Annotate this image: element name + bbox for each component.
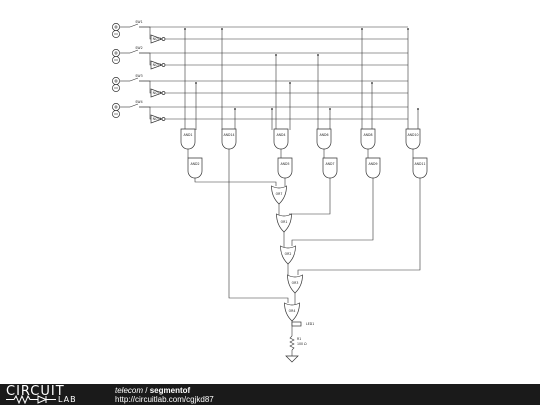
and-gate-label: AND7 — [325, 162, 334, 166]
ground-icon — [285, 355, 299, 363]
or-gate-label: OR4 — [289, 309, 296, 313]
and-gate-label: AND1 — [183, 133, 192, 137]
breadcrumb: telecom / segmentof — [115, 386, 190, 395]
switch-source-mark — [114, 105, 118, 109]
wires — [120, 26, 421, 356]
circuitlab-logo[interactable]: CIRCUIT LAB — [6, 385, 98, 404]
and-gate — [322, 157, 338, 179]
inverter-bubble — [161, 91, 166, 95]
wire — [194, 178, 277, 186]
or-gate — [271, 185, 287, 205]
switch-lever — [129, 103, 139, 108]
junction-dot — [221, 28, 223, 30]
and-gate — [316, 128, 332, 150]
and-gate — [221, 128, 237, 150]
and-gate-label: AND11 — [414, 162, 425, 166]
and-gate-label: AND5 — [280, 162, 289, 166]
logo-resistor-diode-icon — [6, 395, 56, 404]
logo-text-circuit: CIRCUIT — [6, 384, 65, 399]
junction-dot — [361, 28, 363, 30]
junction-dot — [275, 54, 277, 56]
and-gate-label: AND9 — [368, 162, 377, 166]
and-gate — [405, 128, 421, 150]
or-gate-label: OR7 — [276, 192, 283, 196]
junction-dot — [271, 108, 273, 110]
wire — [289, 178, 331, 215]
wire — [291, 178, 374, 246]
footer-bar: CIRCUIT LAB telecom / segmentof http://c… — [0, 384, 540, 405]
resistor-icon — [289, 335, 295, 351]
and-gate — [360, 128, 376, 150]
and-gate-label: AND10 — [407, 133, 418, 137]
junction-dot — [417, 108, 419, 110]
or-gate-label: OR1 — [281, 220, 288, 224]
and-gate-label: AND14 — [223, 133, 234, 137]
switch-source-mark — [114, 25, 118, 29]
and-gate — [187, 157, 203, 179]
junction-dot — [317, 54, 319, 56]
led-label: LED1 — [306, 322, 314, 326]
junction-dot — [289, 82, 291, 84]
switch-lever — [129, 77, 139, 82]
wire — [139, 26, 408, 40]
and-gate — [273, 128, 289, 150]
wire — [139, 106, 408, 120]
and-gate — [412, 157, 428, 179]
inverter-icon — [150, 88, 164, 98]
breadcrumb-user-link[interactable]: telecom — [115, 386, 144, 395]
breadcrumb-separator: / — [145, 386, 148, 395]
or-gate — [287, 274, 303, 294]
circuit-url-link[interactable]: http://circuitlab.com/cgjkd87 — [115, 395, 214, 404]
switch-label: SW3 — [135, 74, 142, 78]
inverter-icon — [150, 114, 164, 124]
wire — [139, 80, 408, 94]
wire — [139, 52, 408, 66]
switch-label: SW2 — [135, 46, 142, 50]
resistor-ref-label: R1 — [297, 337, 301, 341]
inverter-label: NOT4 — [153, 117, 162, 121]
switch-lever — [129, 23, 139, 28]
inverter-bubble — [161, 37, 166, 41]
inverter-bubble — [161, 117, 166, 121]
or-gate — [276, 213, 292, 233]
switch-lever — [129, 49, 139, 54]
junction-dot — [407, 28, 409, 30]
or-gate — [284, 302, 300, 322]
switch-label: SW1 — [135, 20, 142, 24]
wire — [228, 149, 289, 303]
and-gate — [277, 157, 293, 179]
junction-dot — [195, 82, 197, 84]
resistor-value-label: 100 Ω — [297, 342, 307, 346]
and-gate-label: AND6 — [319, 133, 328, 137]
switch-label: SW4 — [135, 100, 142, 104]
junction-dot — [371, 82, 373, 84]
inverter-label: NOT3 — [153, 91, 162, 95]
logo-text-lab: LAB — [58, 395, 77, 404]
junction-dot — [234, 108, 236, 110]
and-gate — [365, 157, 381, 179]
or-gate — [280, 245, 296, 265]
and-gate-label: AND2 — [190, 162, 199, 166]
switch-source-mark — [114, 79, 118, 83]
switch-source-mark — [114, 51, 118, 55]
inverter-icon — [150, 34, 164, 44]
breadcrumb-circuit-name[interactable]: segmentof — [149, 386, 191, 395]
wire — [297, 178, 421, 275]
and-gate-label: AND4 — [276, 133, 285, 137]
or-gate-label: OR3 — [292, 281, 299, 285]
and-gate — [180, 128, 196, 150]
or-gate-label: OR2 — [285, 252, 292, 256]
inverter-icon — [150, 60, 164, 70]
led-icon — [291, 321, 302, 327]
junction-dot — [184, 28, 186, 30]
inverter-bubble — [161, 63, 166, 67]
inverter-label: NOT2 — [153, 63, 162, 67]
inverter-label: NOT1 — [153, 37, 162, 41]
and-gate-label: AND8 — [363, 133, 372, 137]
junction-dot — [329, 108, 331, 110]
